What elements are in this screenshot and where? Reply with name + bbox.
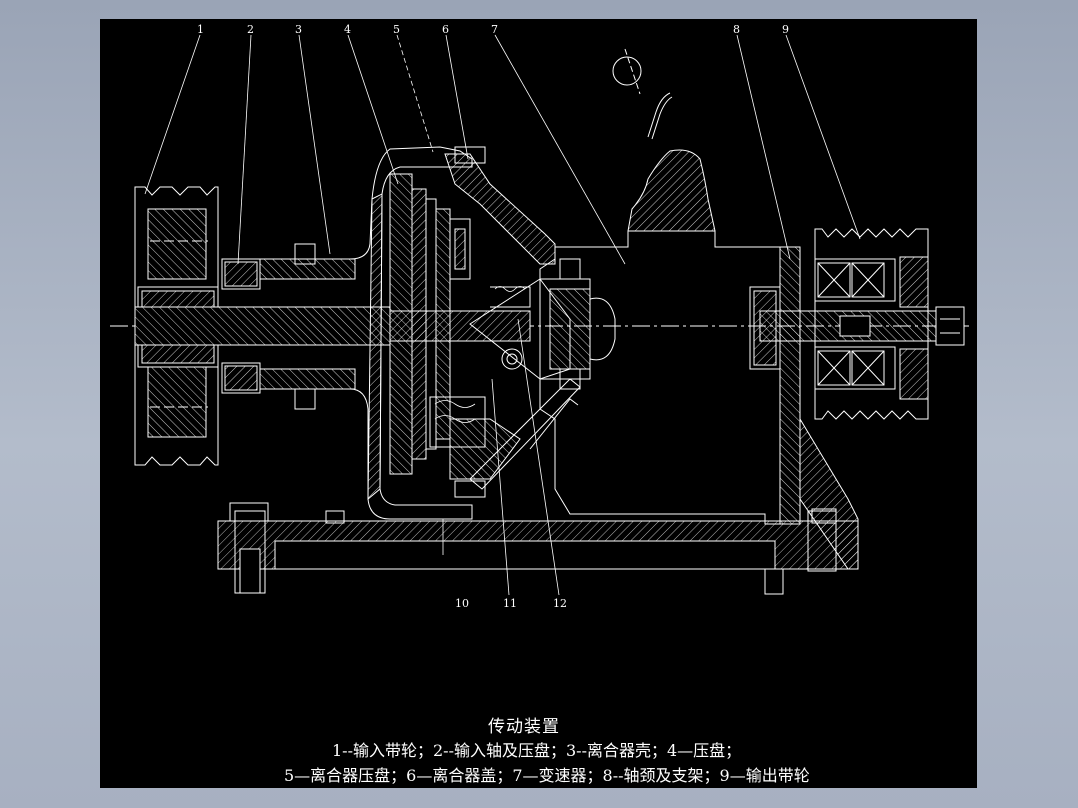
label-11: 11 xyxy=(503,597,517,610)
clutch-cover xyxy=(444,146,571,498)
pressure-plate xyxy=(389,173,451,475)
label-9: 9 xyxy=(782,23,789,36)
caption-legend-line-2: 5—离合器压盘；6—离合器盖；7—变速器；8--轴颈及支架；9—输出带轮 xyxy=(284,766,810,785)
label-6: 6 xyxy=(442,23,449,36)
gearbox xyxy=(539,48,781,525)
caption-legend-line-1: 1--输入带轮；2--输入轴及压盘；3--离合器壳；4—压盘； xyxy=(332,741,742,760)
clutch-housing xyxy=(259,146,473,520)
label-2: 2 xyxy=(247,23,254,36)
drawing-canvas[interactable]: 1 2 3 4 5 6 7 8 9 10 11 12 传动装置 1--输入带轮；… xyxy=(100,19,977,788)
label-4: 4 xyxy=(344,23,351,36)
label-7: 7 xyxy=(491,23,498,36)
caption-title: 传动装置 xyxy=(488,717,560,737)
transmission-section-drawing: 1 2 3 4 5 6 7 8 9 10 11 12 xyxy=(110,23,970,610)
label-12: 12 xyxy=(553,597,567,610)
label-10: 10 xyxy=(455,597,469,610)
label-1: 1 xyxy=(197,23,204,36)
label-5: 5 xyxy=(393,23,400,36)
label-8: 8 xyxy=(733,23,740,36)
base-frame xyxy=(217,502,859,595)
journal-support xyxy=(749,246,965,570)
output-pulley xyxy=(814,228,929,420)
label-3: 3 xyxy=(295,23,302,36)
part-number-labels: 1 2 3 4 5 6 7 8 9 10 11 12 xyxy=(197,23,789,610)
leader-lines xyxy=(144,34,861,596)
